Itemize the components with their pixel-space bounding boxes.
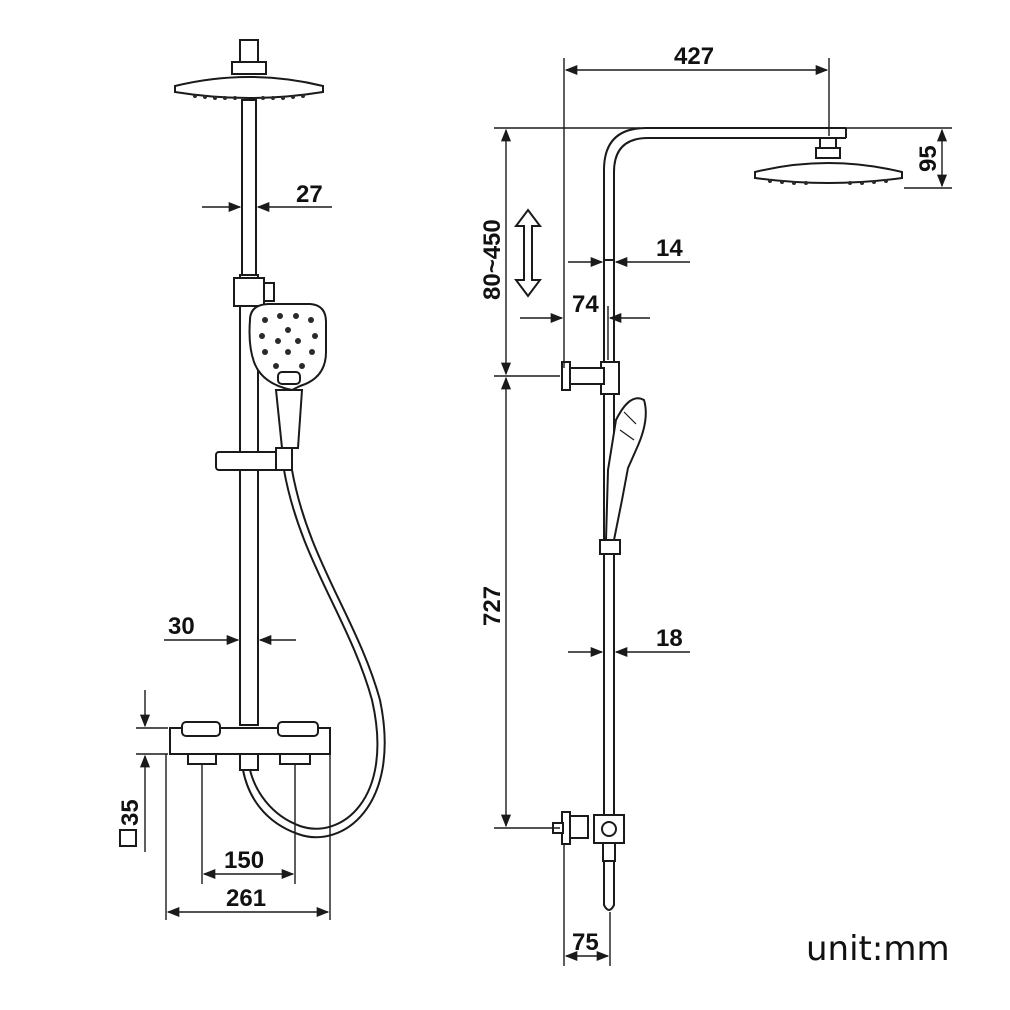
- dim-label-727: 727: [479, 586, 506, 626]
- side-dim-75: [563, 844, 611, 966]
- dim-label-261: 261: [226, 885, 266, 912]
- dim-label-74: 74: [572, 291, 599, 318]
- side-dim-95: [846, 127, 952, 189]
- side-valve: [552, 811, 625, 911]
- dim-label-27: 27: [296, 181, 323, 208]
- side-rain-head: [754, 137, 903, 185]
- side-top-arm-inner: [613, 137, 846, 260]
- unit-label: unit:mm: [806, 929, 950, 969]
- front-view: [169, 39, 386, 839]
- side-top-arm: [603, 127, 846, 260]
- side-dim-727: [494, 376, 560, 829]
- front-dim-261: [165, 754, 331, 920]
- dim-label-14: 14: [656, 235, 683, 262]
- side-dim-427: [563, 58, 830, 368]
- front-dim-27: [202, 200, 332, 214]
- side-dim-adjust: [494, 127, 640, 377]
- dim-label-18: 18: [656, 625, 683, 652]
- front-slide-bar: [239, 274, 259, 726]
- side-slide-holder: [599, 539, 621, 555]
- front-hose: [249, 469, 379, 830]
- front-valve-body: [169, 721, 331, 771]
- front-rain-head: [174, 39, 324, 100]
- front-dim-150: [201, 764, 296, 884]
- hand-shower-nozzles: [259, 313, 318, 369]
- side-view: [552, 127, 903, 911]
- front-dim-35: [136, 690, 168, 852]
- front-slide-holder: [215, 447, 293, 471]
- dim-label-80-450: 80~450: [479, 219, 506, 300]
- front-hose-inner: [242, 469, 386, 839]
- dim-label-427: 427: [674, 43, 714, 70]
- side-hand-shower: [604, 397, 647, 541]
- square-symbol: [119, 829, 137, 847]
- side-wall-bracket-top: [561, 361, 605, 391]
- dim-label-95: 95: [915, 145, 942, 172]
- dim-label-30: 30: [168, 613, 195, 640]
- dim-label-150: 150: [224, 847, 264, 874]
- double-arrow-icon: [514, 208, 542, 298]
- front-height-adjuster: [233, 277, 275, 307]
- side-rain-head-nozzles: [768, 179, 888, 185]
- side-dim-74: [520, 306, 650, 360]
- dim-label-75: 75: [572, 929, 599, 956]
- front-hand-shower: [248, 303, 327, 449]
- front-upper-pipe: [241, 99, 257, 276]
- front-rain-head-nozzles: [193, 94, 305, 100]
- dim-label-35: 35: [117, 799, 144, 826]
